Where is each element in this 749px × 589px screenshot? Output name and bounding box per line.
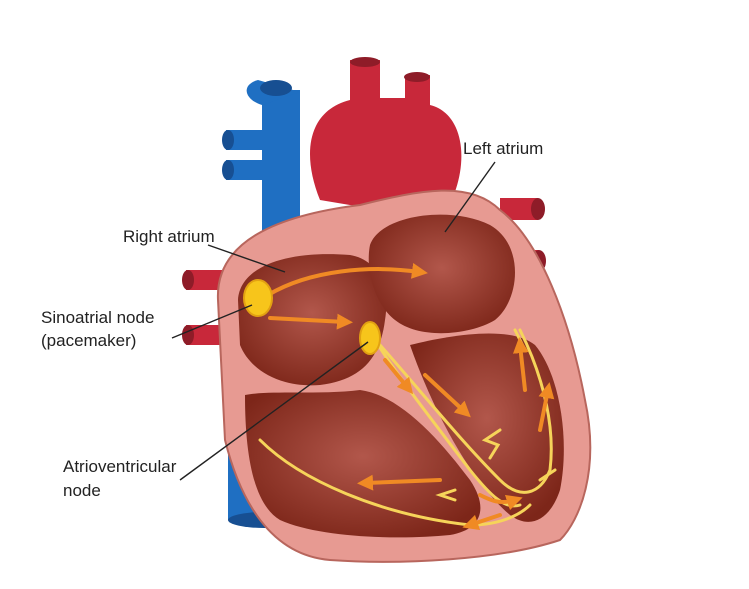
arrow-rv-1 <box>357 474 442 491</box>
atrioventricular-node <box>359 321 381 355</box>
leader-right-atrium <box>207 244 286 273</box>
label-right-atrium: Right atrium <box>123 227 215 246</box>
arrow-lv-2 <box>512 337 529 392</box>
arrow-lv-1 <box>538 382 555 432</box>
arrow-rv-2 <box>478 493 523 511</box>
label-av-node-line1: Atrioventricular <box>63 457 177 476</box>
arrow-bundle-1 <box>383 358 414 395</box>
arrow-sa-to-left-atrium <box>266 262 428 297</box>
arrow-apex <box>462 513 502 531</box>
label-sa-node-line2: (pacemaker) <box>41 331 137 350</box>
arrow-bundle-2 <box>423 373 471 418</box>
arrow-sa-to-av <box>268 313 353 330</box>
label-av-node-line2: node <box>63 481 101 500</box>
right-ventricle-chamber <box>245 390 481 538</box>
leader-sa-node <box>171 304 253 339</box>
sinoatrial-node <box>243 279 273 317</box>
label-sa-node-line1: Sinoatrial node <box>41 308 155 327</box>
leader-left-atrium <box>444 161 496 233</box>
left-atrium-chamber <box>368 214 515 334</box>
leader-lines <box>171 161 496 481</box>
leader-av-node <box>179 341 369 481</box>
label-left-atrium: Left atrium <box>463 139 544 158</box>
signal-arrows <box>266 262 555 531</box>
